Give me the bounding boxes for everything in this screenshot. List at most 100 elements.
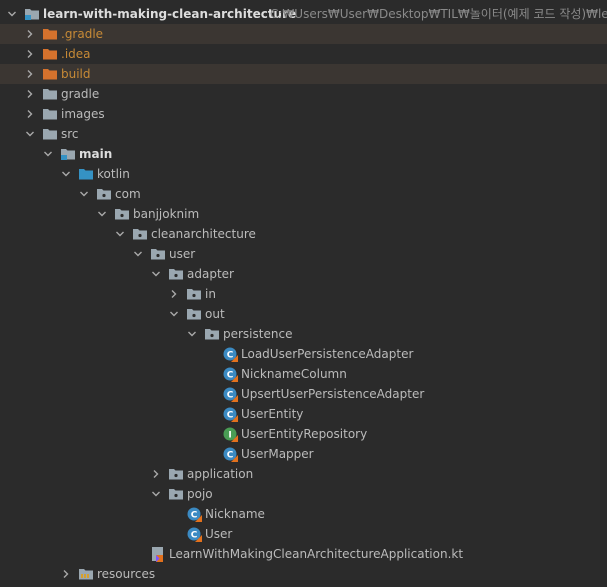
tree-row-out[interactable]: out (0, 304, 607, 324)
tree-row-cleanarchitecture[interactable]: cleanarchitecture (0, 224, 607, 244)
svg-text:C: C (227, 371, 234, 381)
module-folder-icon (60, 146, 76, 162)
folder-icon (42, 106, 58, 122)
tree-item-label: .idea (61, 47, 91, 61)
source-folder-icon (78, 166, 94, 182)
tree-row-persistence[interactable]: persistence (0, 324, 607, 344)
package-icon (96, 186, 112, 202)
svg-text:C: C (227, 351, 234, 361)
chevron-down-icon[interactable] (114, 224, 126, 244)
tree-row-gradle[interactable]: .gradle (0, 24, 607, 44)
project-name: learn-with-making-clean-architecture (43, 7, 297, 21)
tree-row-pojo[interactable]: pojo (0, 484, 607, 504)
tree-row-banjjoknim[interactable]: banjjoknim (0, 204, 607, 224)
tree-item-label: UserEntity (241, 407, 304, 421)
chevron-down-icon[interactable] (96, 204, 108, 224)
tree-row-idea[interactable]: .idea (0, 44, 607, 64)
folder-orange-icon (42, 66, 58, 82)
tree-item-label: in (205, 287, 216, 301)
tree-row-project-root[interactable]: learn-with-making-clean-architecture C:₩… (0, 4, 607, 24)
tree-item-label: User (205, 527, 233, 541)
folder-icon (42, 86, 58, 102)
chevron-down-icon[interactable] (6, 4, 18, 24)
chevron-right-icon[interactable] (24, 64, 36, 84)
chevron-right-icon[interactable] (168, 284, 180, 304)
tree-row-src[interactable]: src (0, 124, 607, 144)
tree-item-label: LoadUserPersistenceAdapter (241, 347, 414, 361)
chevron-down-icon[interactable] (78, 184, 90, 204)
chevron-right-icon[interactable] (24, 24, 36, 44)
chevron-down-icon[interactable] (24, 124, 36, 144)
folder-orange-icon (42, 26, 58, 42)
tree-row-user[interactable]: user (0, 244, 607, 264)
folder-orange-icon (42, 46, 58, 62)
chevron-right-icon[interactable] (24, 104, 36, 124)
tree-row-adapter[interactable]: adapter (0, 264, 607, 284)
chevron-down-icon[interactable] (168, 304, 180, 324)
package-icon (114, 206, 130, 222)
chevron-down-icon[interactable] (186, 324, 198, 344)
chevron-right-icon[interactable] (150, 464, 162, 484)
tree-item-label: LearnWithMakingCleanArchitectureApplicat… (169, 547, 464, 561)
module-folder-icon (24, 6, 40, 22)
tree-item-label: user (169, 247, 196, 261)
chevron-right-icon[interactable] (24, 84, 36, 104)
package-icon (168, 486, 184, 502)
tree-row-gradle[interactable]: gradle (0, 84, 607, 104)
tree-row-nicknamecolumn[interactable]: C NicknameColumn (0, 364, 607, 384)
tree-row-learnwithmakingcleanarchitectureapplication-kt[interactable]: LearnWithMakingCleanArchitectureApplicat… (0, 544, 607, 564)
kotlin-class-icon: C (186, 506, 202, 522)
kotlin-class-icon: C (186, 526, 202, 542)
tree-item-label: gradle (61, 87, 100, 101)
tree-row-user[interactable]: C User (0, 524, 607, 544)
package-icon (168, 466, 184, 482)
tree-item-label: out (205, 307, 225, 321)
tree-item-label: NicknameColumn (241, 367, 347, 381)
svg-text:C: C (191, 511, 198, 521)
svg-text:C: C (191, 531, 198, 541)
chevron-down-icon[interactable] (42, 144, 54, 164)
tree-row-images[interactable]: images (0, 104, 607, 124)
resources-folder-icon (78, 566, 94, 582)
chevron-down-icon[interactable] (150, 264, 162, 284)
kotlin-class-icon: C (222, 386, 238, 402)
tree-item-label: UpsertUserPersistenceAdapter (241, 387, 425, 401)
kotlin-interface-icon: I (222, 426, 238, 442)
tree-item-label: com (115, 187, 141, 201)
tree-row-kotlin[interactable]: kotlin (0, 164, 607, 184)
tree-item-label: UserEntityRepository (241, 427, 368, 441)
tree-row-com[interactable]: com (0, 184, 607, 204)
tree-item-label: main (79, 147, 113, 161)
tree-row-main[interactable]: main (0, 144, 607, 164)
tree-row-application[interactable]: application (0, 464, 607, 484)
chevron-down-icon[interactable] (60, 164, 72, 184)
tree-item-label: pojo (187, 487, 213, 501)
package-icon (204, 326, 220, 342)
tree-row-resources[interactable]: resources (0, 564, 607, 584)
tree-item-label: banjjoknim (133, 207, 200, 221)
tree-row-in[interactable]: in (0, 284, 607, 304)
tree-item-label: adapter (187, 267, 234, 281)
chevron-down-icon[interactable] (150, 484, 162, 504)
svg-text:C: C (227, 451, 234, 461)
tree-row-build[interactable]: build (0, 64, 607, 84)
kotlin-class-icon: C (222, 406, 238, 422)
chevron-down-icon[interactable] (132, 244, 144, 264)
chevron-right-icon[interactable] (60, 564, 72, 584)
chevron-right-icon[interactable] (24, 44, 36, 64)
tree-item-label: application (187, 467, 254, 481)
kotlin-class-icon: C (222, 346, 238, 362)
tree-item-label: kotlin (97, 167, 130, 181)
package-icon (168, 266, 184, 282)
package-icon (150, 246, 166, 262)
tree-item-label: resources (97, 567, 156, 581)
tree-row-loaduserpersistenceadapter[interactable]: C LoadUserPersistenceAdapter (0, 344, 607, 364)
tree-item-label: images (61, 107, 105, 121)
folder-icon (42, 126, 58, 142)
